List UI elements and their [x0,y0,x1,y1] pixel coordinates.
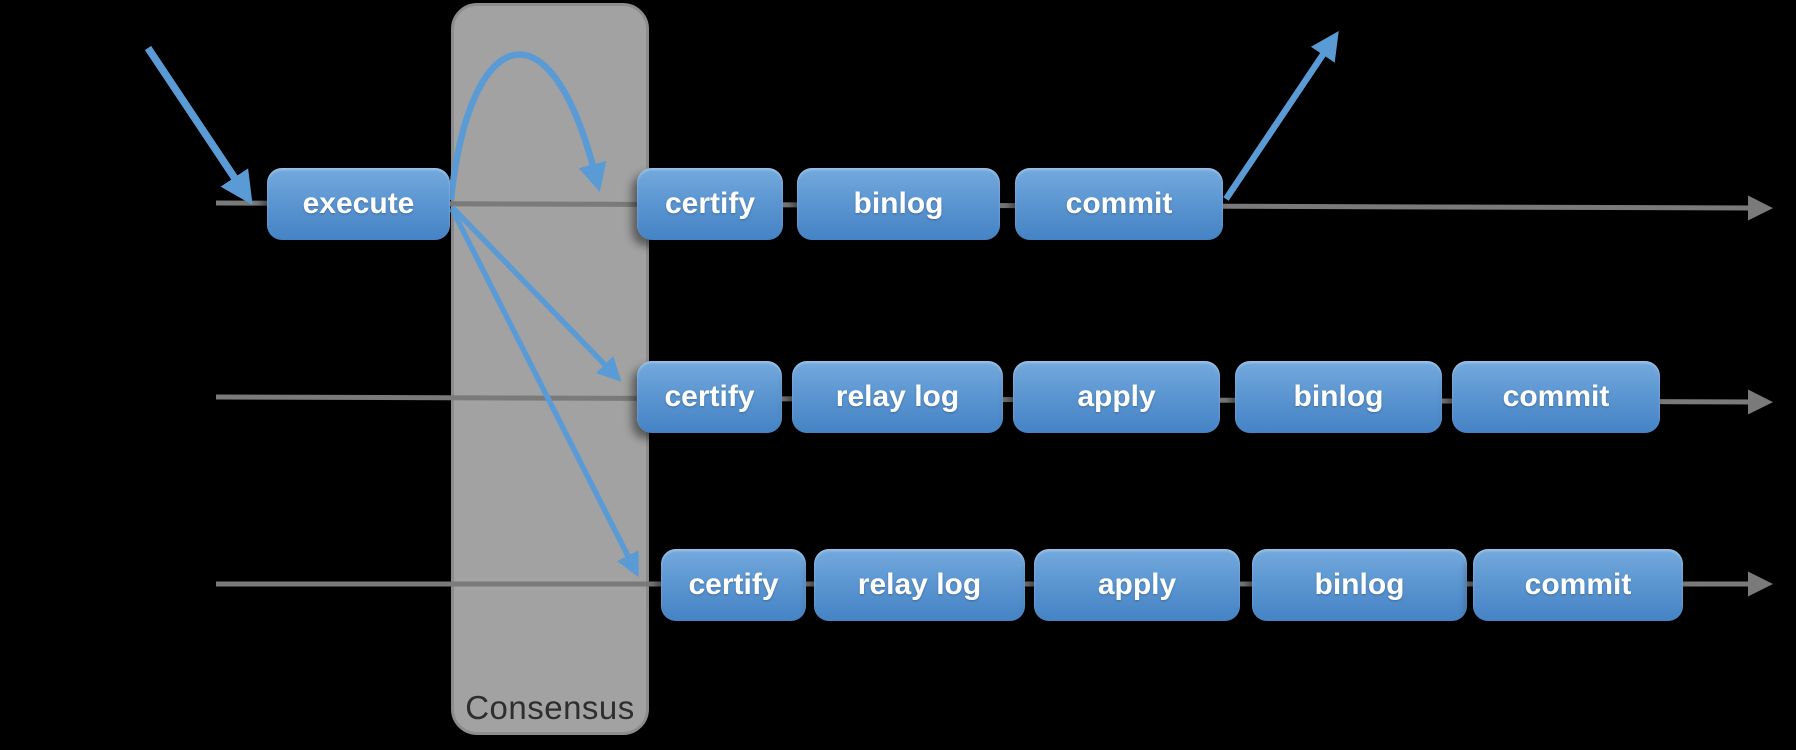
client-request-arrow [144,45,253,205]
node1-binlog-box: binlog [797,168,1000,240]
node3-certify-box: certify [661,549,806,621]
consensus-label: Consensus [465,689,635,726]
node2-apply-box: apply [1013,361,1220,433]
node3-relaylog-box: relay log [814,549,1025,621]
node1-execute-box: execute [267,168,450,240]
client-response-arrow [1223,31,1339,201]
node1-certify-box: certify [637,168,783,240]
node1-commit-box: commit [1015,168,1223,240]
consensus-arc-arrow [447,51,607,201]
node2-binlog-box: binlog [1235,361,1442,433]
broadcast-node-2-arrow [450,205,622,382]
node2-commit-box: commit [1452,361,1660,433]
node3-binlog-box: binlog [1252,549,1467,621]
node2-relaylog-box: relay log [792,361,1003,433]
broadcast-node-3-arrow [449,207,639,578]
node3-commit-box: commit [1473,549,1683,621]
node3-apply-box: apply [1034,549,1240,621]
node2-certify-box: certify [637,361,782,433]
